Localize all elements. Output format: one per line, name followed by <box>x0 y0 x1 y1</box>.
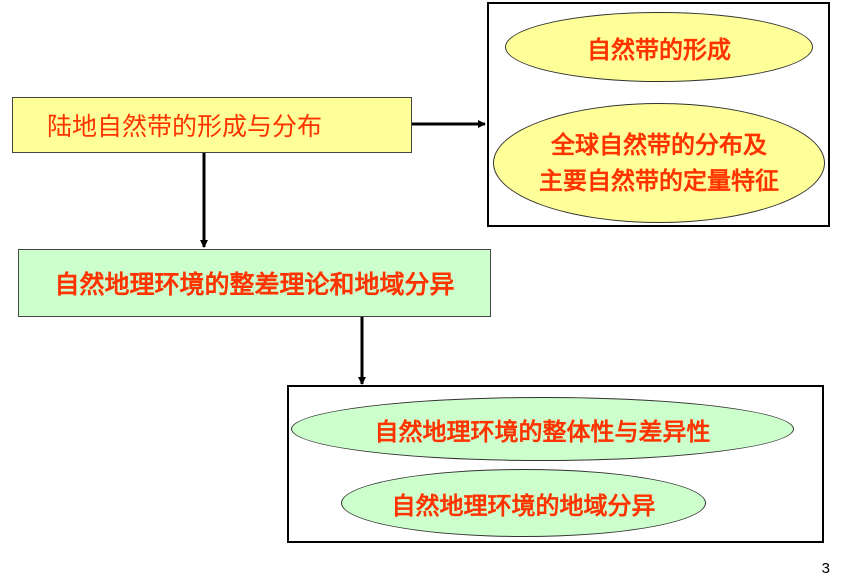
page-number: 3 <box>821 560 830 577</box>
main-topic-box: 陆地自然带的形成与分布 <box>12 97 412 153</box>
second-topic-box: 自然地理环境的整差理论和地域分异 <box>18 249 491 317</box>
top-group-item-2-line-2: 主要自然带的定量特征 <box>539 167 779 195</box>
top-group-ellipse-1: 自然带的形成 <box>505 12 813 82</box>
main-topic-label: 陆地自然带的形成与分布 <box>47 112 323 141</box>
top-group-item-1: 自然带的形成 <box>587 35 731 64</box>
bottom-group-item-1: 自然地理环境的整体性与差异性 <box>374 417 711 446</box>
top-group-item-2-line-1: 全球自然带的分布及 <box>551 131 767 159</box>
second-topic-label: 自然地理环境的整差理论和地域分异 <box>54 270 455 299</box>
bottom-group-item-2: 自然地理环境的地域分异 <box>391 491 656 520</box>
bottom-group-ellipse-2: 自然地理环境的地域分异 <box>341 469 706 537</box>
bottom-group-ellipse-1: 自然地理环境的整体性与差异性 <box>291 397 794 461</box>
top-group-ellipse-2: 全球自然带的分布及 主要自然带的定量特征 <box>493 103 825 223</box>
